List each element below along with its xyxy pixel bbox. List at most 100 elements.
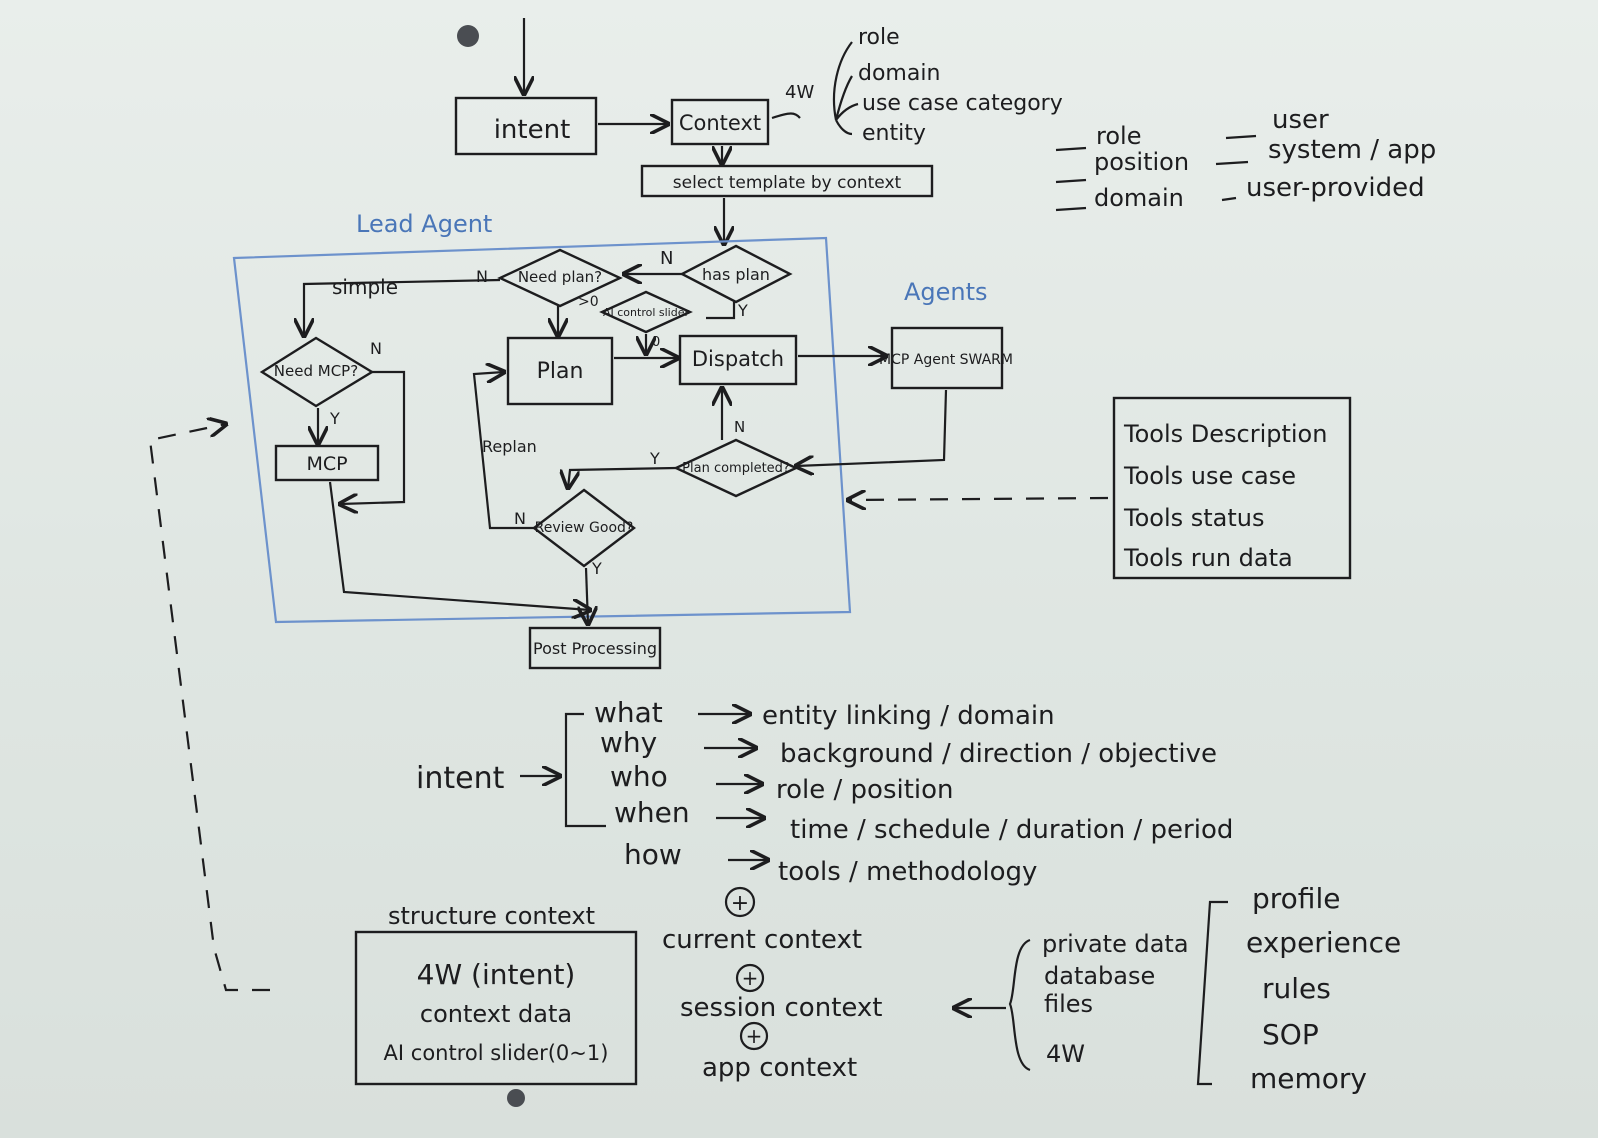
context-dim-role: role bbox=[858, 25, 900, 50]
plus-sign: + bbox=[731, 891, 749, 916]
a-when: time / schedule / duration / period bbox=[790, 815, 1233, 845]
a-who: role / position bbox=[776, 775, 954, 805]
note-system-app: system / app bbox=[1268, 135, 1436, 165]
agents-label: Agents bbox=[904, 278, 988, 306]
post-processing-label: Post Processing bbox=[533, 639, 657, 658]
session-context: session context bbox=[680, 993, 883, 1023]
has-plan-label: has plan bbox=[702, 265, 770, 284]
intent-box bbox=[454, 96, 598, 156]
note-user-provided: user-provided bbox=[1246, 173, 1425, 203]
a-how: tools / methodology bbox=[778, 857, 1037, 887]
ai-slider-label: AI control slider bbox=[603, 306, 689, 319]
tools-box bbox=[1112, 396, 1352, 580]
mcp-to-postproc-arrow bbox=[328, 481, 590, 610]
context-label: Context bbox=[679, 111, 761, 135]
structure-context-feedback bbox=[148, 424, 270, 992]
mcp-label: MCP bbox=[306, 453, 347, 475]
ai-slider-decision bbox=[599, 290, 693, 334]
app-context: app context bbox=[702, 1053, 857, 1083]
context-dim-domain: domain bbox=[858, 61, 940, 86]
position-notes: role user position system / app domain u… bbox=[1055, 105, 1436, 212]
swarm-to-completed-arrow bbox=[796, 389, 948, 466]
source-database: database bbox=[1044, 962, 1155, 990]
need-plan-decision bbox=[497, 248, 623, 308]
plan-label: Plan bbox=[537, 359, 584, 384]
tools-status: Tools status bbox=[1123, 504, 1265, 532]
simple-label: simple bbox=[332, 275, 398, 299]
tools-description: Tools Description bbox=[1123, 420, 1327, 448]
app-sources-brace bbox=[1196, 900, 1228, 1086]
mcp-agent-swarm-label: MCP Agent SWARM bbox=[879, 352, 1013, 368]
plan-completed-no: N bbox=[734, 418, 745, 436]
q-how: how bbox=[624, 838, 682, 871]
plus-icon bbox=[739, 1021, 769, 1051]
structure-context-title: structure context bbox=[388, 902, 595, 930]
plus-sign: + bbox=[746, 1024, 763, 1048]
q-when: when bbox=[614, 796, 690, 829]
four-w-label: 4W bbox=[785, 82, 814, 103]
structure-context-box bbox=[354, 930, 638, 1086]
intent-label: intent bbox=[494, 115, 571, 145]
intent-breakdown-label: intent bbox=[416, 761, 505, 796]
mcp-agent-swarm-box bbox=[890, 326, 1004, 390]
note-domain: domain bbox=[1094, 184, 1184, 212]
context-dim-use-case: use case category bbox=[862, 91, 1063, 116]
plus-sign: + bbox=[742, 966, 759, 990]
structure-line-ai-slider: AI control slider(0~1) bbox=[384, 1041, 609, 1065]
app-profile: profile bbox=[1252, 882, 1340, 915]
note-user: user bbox=[1272, 105, 1329, 135]
select-template-box bbox=[640, 164, 934, 198]
app-memory: memory bbox=[1250, 1062, 1367, 1095]
slider-zero-label: 0 bbox=[652, 335, 660, 350]
need-plan-no: N bbox=[476, 267, 488, 286]
app-rules: rules bbox=[1262, 972, 1331, 1005]
slider-gt0-label: >0 bbox=[578, 294, 599, 310]
context-link bbox=[771, 112, 801, 120]
q-who: who bbox=[610, 760, 668, 793]
need-mcp-decision bbox=[259, 336, 375, 408]
context-box bbox=[670, 98, 770, 146]
context-dim-entity: entity bbox=[862, 121, 926, 146]
need-mcp-label: Need MCP? bbox=[274, 362, 358, 380]
review-no: N bbox=[514, 509, 526, 528]
dispatch-box bbox=[678, 334, 798, 386]
hasplan-yes-path bbox=[706, 302, 736, 320]
q-why: why bbox=[600, 726, 657, 759]
need-mcp-yes: Y bbox=[329, 409, 340, 428]
app-sop: SOP bbox=[1262, 1018, 1319, 1051]
current-context: current context bbox=[662, 925, 862, 955]
need-plan-label: Need plan? bbox=[518, 268, 602, 286]
plan-completed-yes: Y bbox=[649, 449, 660, 468]
a-why: background / direction / objective bbox=[780, 739, 1217, 769]
tools-feed-arrow bbox=[848, 498, 1109, 500]
needmcp-no-path bbox=[340, 370, 406, 504]
structure-line-context-data: context data bbox=[420, 1000, 572, 1028]
plan-completed-label: Plan completed? bbox=[682, 461, 790, 476]
note-role: role bbox=[1096, 122, 1141, 150]
session-sources-brace bbox=[1008, 938, 1031, 1072]
replan-arrow bbox=[472, 372, 534, 530]
review-good-decision bbox=[532, 488, 636, 568]
magnet-icon bbox=[507, 1089, 525, 1107]
source-private-data: private data bbox=[1042, 930, 1189, 958]
has-plan-no: N bbox=[660, 248, 673, 269]
a-what: entity linking / domain bbox=[762, 701, 1055, 731]
tools-use-case: Tools use case bbox=[1123, 462, 1296, 490]
need-mcp-no: N bbox=[370, 339, 382, 358]
plus-icon bbox=[724, 886, 756, 918]
review-to-postproc-arrow bbox=[586, 567, 588, 624]
source-4w: 4W bbox=[1046, 1040, 1085, 1068]
plan-box bbox=[506, 336, 614, 406]
replan-label: Replan bbox=[482, 437, 537, 456]
plus-icon bbox=[735, 963, 765, 993]
needplan-to-needmcp-arrow bbox=[304, 278, 501, 336]
magnet-icon bbox=[457, 25, 479, 47]
has-plan-yes: Y bbox=[737, 301, 748, 320]
review-good-label: Review Good? bbox=[535, 520, 634, 536]
has-plan-decision bbox=[679, 244, 793, 304]
structure-line-4w: 4W (intent) bbox=[417, 958, 576, 991]
mcp-box bbox=[274, 444, 380, 482]
lead-agent-label: Lead Agent bbox=[356, 210, 492, 238]
